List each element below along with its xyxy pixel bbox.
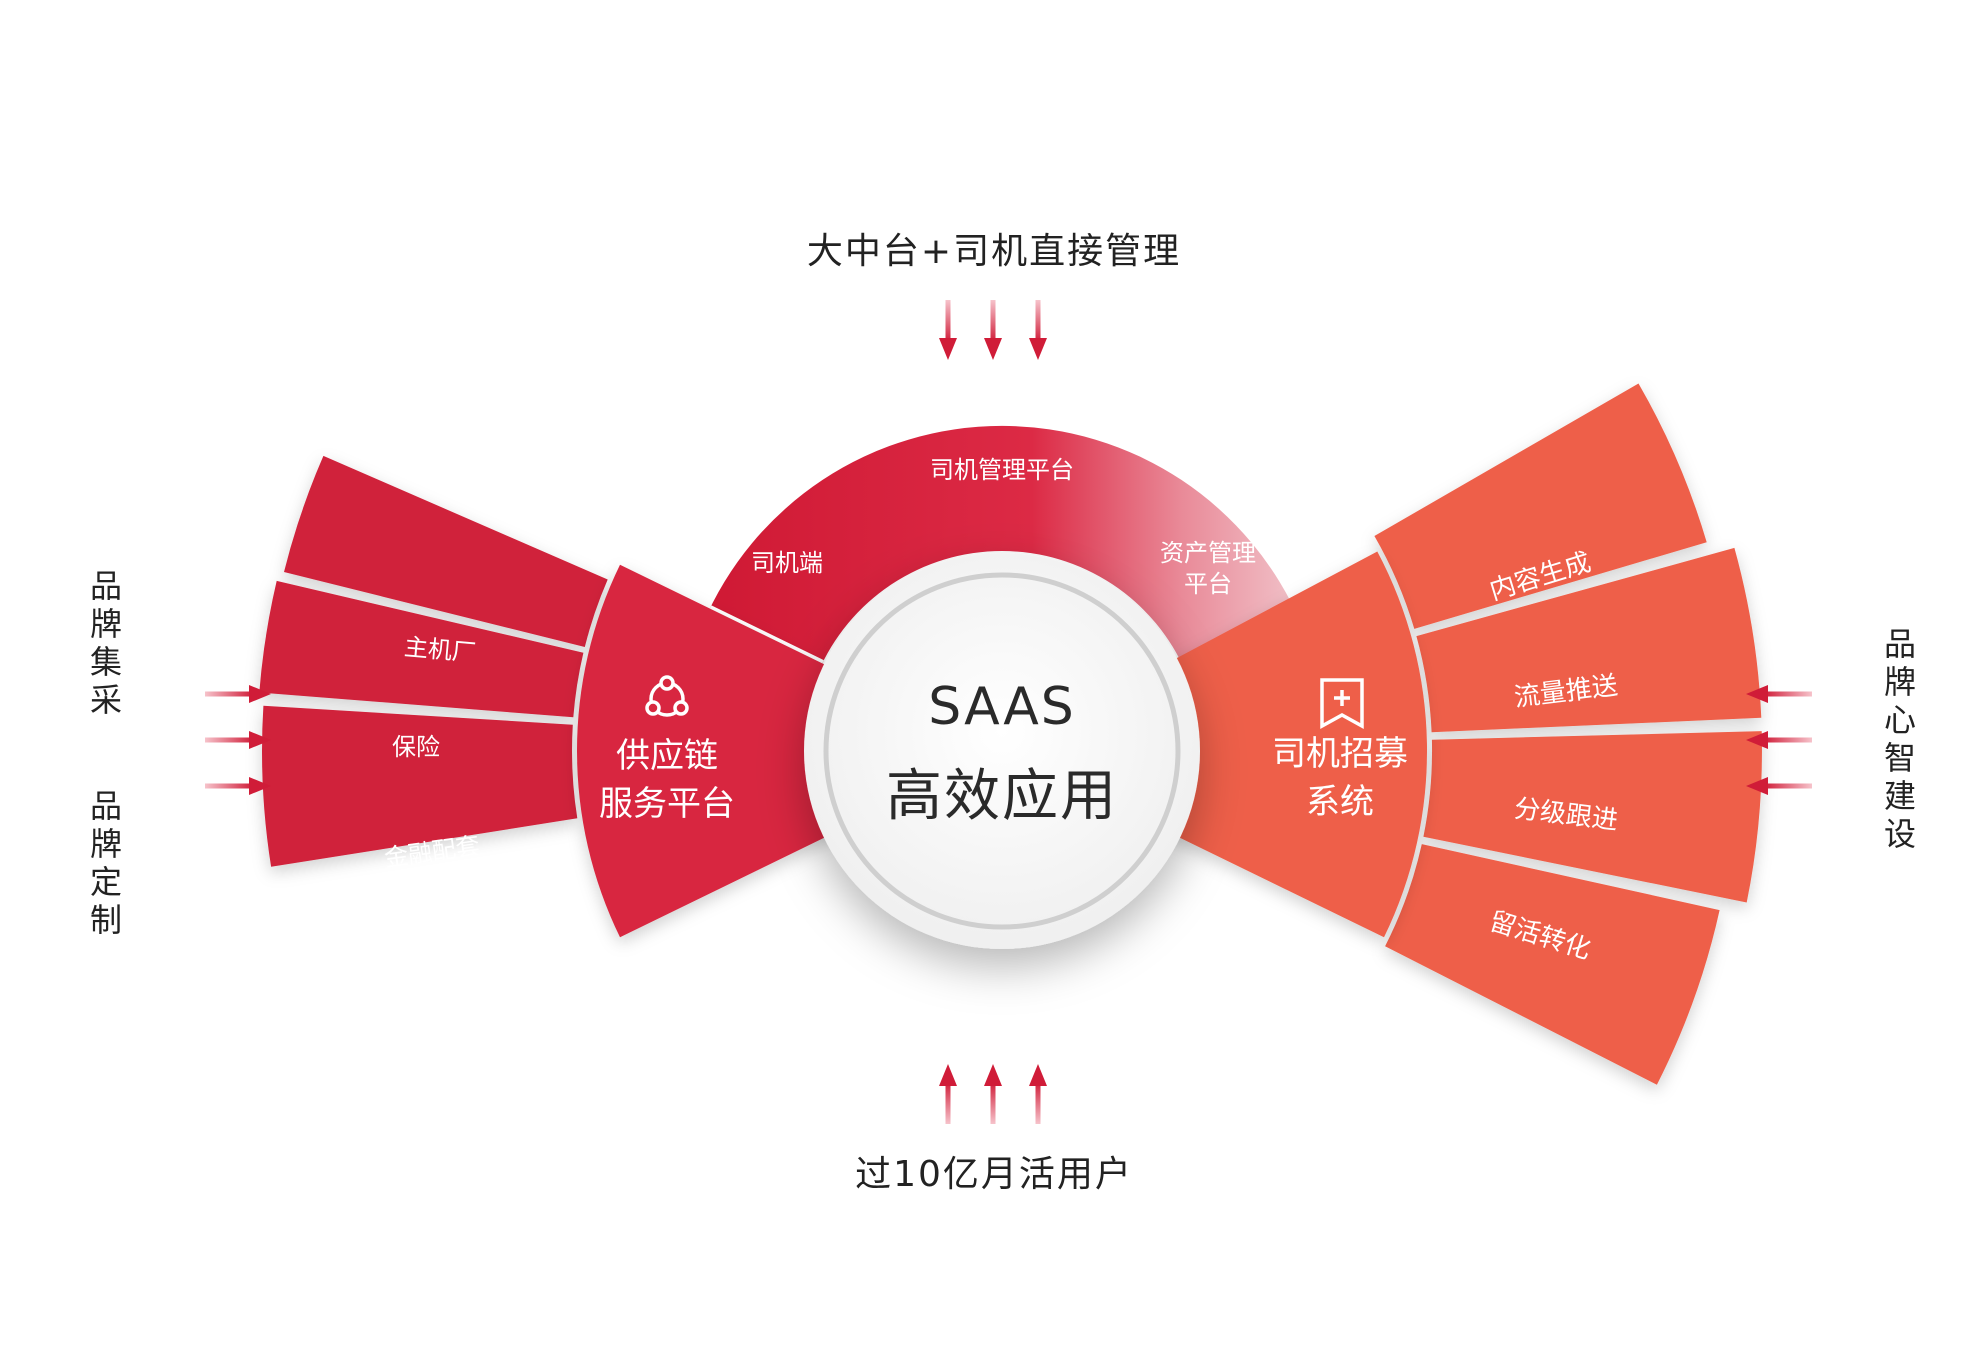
right-outer-segment <box>1385 844 1720 1085</box>
arrow-up-icon <box>939 1064 957 1124</box>
top-arc-driver-app: 司机端 <box>751 549 823 577</box>
left-outer-fan <box>259 455 608 867</box>
arrow-right-icon <box>205 777 271 795</box>
left-inner-title-line2: 服务平台 <box>599 784 735 824</box>
right-outer-segment <box>1416 547 1762 733</box>
arrow-up-icon <box>984 1064 1002 1124</box>
left-outer-item-oem: 主机厂 <box>403 633 477 667</box>
left-label-brand-customization: 品牌定制 <box>89 787 122 939</box>
up-arrows <box>939 1064 1047 1124</box>
arrow-left-icon <box>1746 731 1812 749</box>
right-inner-title-line1: 司机招募 <box>1272 734 1408 774</box>
right-inner-segment <box>1134 551 1428 938</box>
arrow-left-icon <box>1746 777 1812 795</box>
left-outer-segment <box>284 455 608 647</box>
arrow-down-icon <box>939 300 957 360</box>
left-outer-segment <box>259 580 584 718</box>
arrow-left-icon <box>1746 685 1812 703</box>
right-arrows <box>1746 685 1812 795</box>
right-label-brand-mindshare: 品牌心智建设 <box>1883 625 1916 853</box>
top-arc-title: 司机管理平台 <box>930 456 1074 484</box>
right-outer-segment <box>1423 731 1762 903</box>
top-arc-asset-line2: 平台 <box>1184 570 1232 598</box>
bottom-label: 过10亿月活用户 <box>855 1154 1133 1195</box>
left-label-brand-procurement: 品牌集采 <box>89 567 122 719</box>
right-inner-title-line2: 系统 <box>1306 782 1374 822</box>
right-outer-segment <box>1374 383 1707 629</box>
arrow-right-icon <box>205 685 271 703</box>
down-arrows <box>939 300 1047 360</box>
top-arc: 司机管理平台 司机端 资产管理 平台 <box>702 425 1302 673</box>
recruit-flag-icon <box>1320 678 1364 729</box>
top-arc-asset-line1: 资产管理 <box>1160 539 1256 567</box>
right-outer-fan <box>1374 383 1762 1085</box>
left-inner-fan <box>576 564 868 938</box>
arrow-down-icon <box>984 300 1002 360</box>
center-title-line2: 高效应用 <box>886 764 1118 829</box>
center-title-line1: SAAS <box>928 677 1076 737</box>
arrow-down-icon <box>1029 300 1047 360</box>
arrow-up-icon <box>1029 1064 1047 1124</box>
top-label: 大中台+司机直接管理 <box>807 231 1181 272</box>
network-nodes-icon <box>645 675 689 717</box>
right-inner-fan <box>1134 551 1428 938</box>
left-outer-segment <box>262 705 578 867</box>
top-arc-band <box>702 425 1302 673</box>
center-circle: SAAS 高效应用 <box>804 553 1200 949</box>
left-inner-title-line1: 供应链 <box>616 736 718 776</box>
left-outer-item-insurance: 保险 <box>392 733 440 761</box>
left-inner-segment <box>576 564 868 938</box>
arrow-right-icon <box>205 731 271 749</box>
left-arrows <box>205 685 271 795</box>
